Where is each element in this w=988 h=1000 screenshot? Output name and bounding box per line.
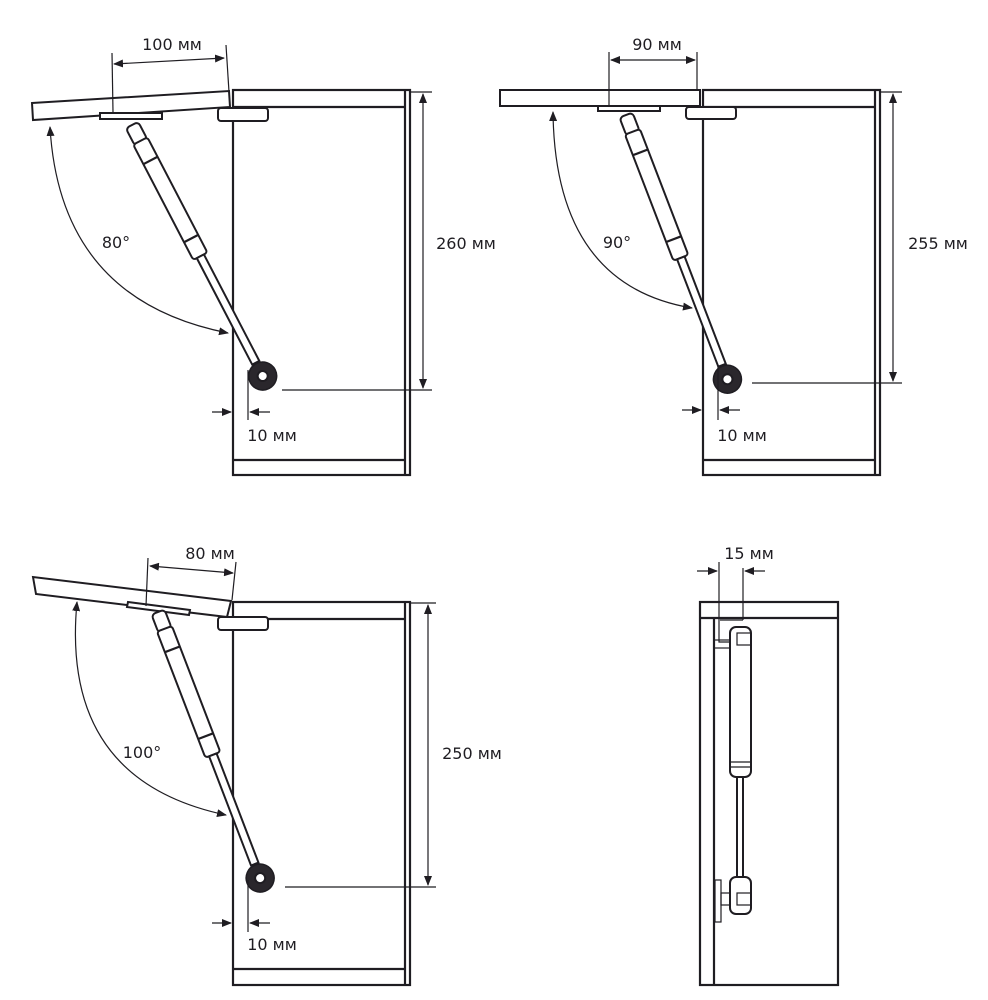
height-label: 255 мм: [908, 234, 968, 253]
top-offset-dimension: 90 мм: [608, 35, 698, 106]
cabinet: [231, 88, 412, 477]
angle-label: 80°: [102, 233, 130, 252]
gas-strut: [619, 112, 743, 394]
hinge: [217, 107, 269, 122]
side-offset-label: 10 мм: [247, 935, 297, 954]
side-offset-dimension: 10 мм: [212, 880, 297, 954]
cabinet: [231, 600, 412, 987]
height-label: 260 мм: [436, 234, 496, 253]
angle-label: 100°: [123, 743, 162, 762]
closed-gas-strut: [713, 619, 752, 923]
angle-dimension: 100°: [72, 601, 227, 818]
hinge: [217, 616, 269, 631]
top-offset-label: 80 мм: [185, 544, 235, 563]
lid-bracket: [99, 112, 163, 120]
cabinet: [701, 88, 882, 477]
lid-bracket: [597, 105, 661, 112]
lid: [31, 575, 233, 619]
gas-strut: [126, 122, 278, 391]
top-offset-dimension: 100 мм: [111, 35, 230, 113]
top-offset-dimension: 80 мм: [145, 544, 237, 607]
angle-dimension: 80°: [46, 126, 229, 336]
height-dimension: 255 мм: [752, 91, 968, 384]
top-offset-dimension: 15 мм: [697, 544, 774, 620]
side-offset-dimension: 10 мм: [212, 370, 297, 445]
side-offset-label: 10 мм: [717, 426, 767, 445]
panel-80-degrees: 100 мм 80° 260 мм 10 мм: [30, 35, 496, 477]
height-dimension: 250 мм: [285, 602, 502, 888]
angle-label: 90°: [603, 233, 631, 252]
lid: [499, 89, 701, 107]
cabinet: [698, 600, 840, 987]
height-label: 250 мм: [442, 744, 502, 763]
top-offset-label: 90 мм: [632, 35, 682, 54]
top-offset-label: 15 мм: [724, 544, 774, 563]
angle-dimension: 90°: [549, 111, 693, 311]
top-offset-label: 100 мм: [142, 35, 202, 54]
side-offset-dimension: 10 мм: [682, 365, 767, 445]
panel-90-degrees: 90 мм 90° 255 мм 10 мм: [499, 35, 968, 477]
gas-strut: [151, 609, 275, 893]
panel-closed-side-view: 15 мм: [697, 544, 840, 987]
side-offset-label: 10 мм: [247, 426, 297, 445]
height-dimension: 260 мм: [282, 91, 496, 391]
panel-100-degrees: 80 мм 100° 250 мм 10 мм: [31, 544, 502, 987]
hinge: [685, 106, 737, 120]
